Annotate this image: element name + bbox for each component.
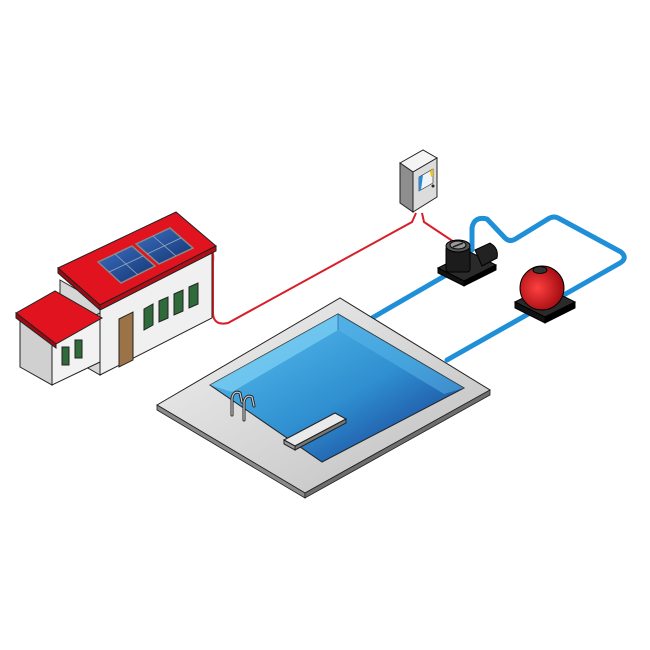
solar-panels [96,227,195,284]
door [118,311,134,368]
water-pipes [369,214,627,363]
diving-board [282,412,348,451]
controller-box [399,149,438,213]
sand-filter [513,265,577,324]
pipe-filter-to-pool [444,310,533,363]
pool-pump [436,239,498,287]
wire-pump [421,212,461,247]
wire-house [210,212,417,325]
pool-ladder [230,390,256,422]
house [15,211,217,386]
swimming-pool [156,297,491,499]
pipe-pool-to-pump [369,271,451,321]
pipe-pump-to-filter [469,214,627,299]
